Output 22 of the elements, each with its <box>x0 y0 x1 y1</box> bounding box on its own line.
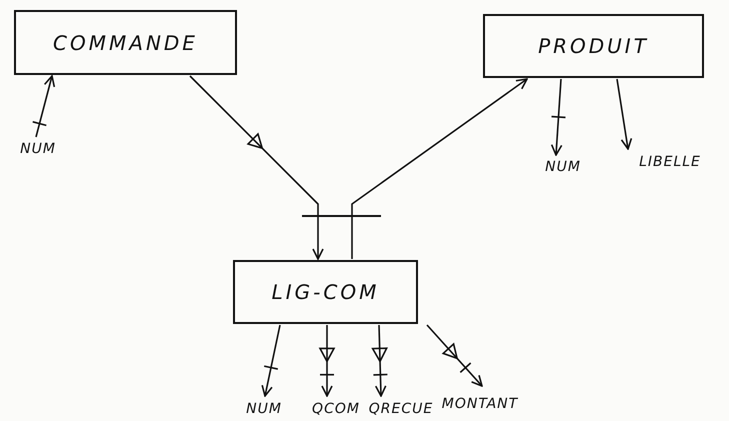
arrow <box>351 78 528 259</box>
arrow <box>261 324 281 397</box>
arrow <box>616 78 632 150</box>
arrow <box>550 78 562 156</box>
attribute-name: QRECUE <box>368 401 434 417</box>
arrow <box>189 75 324 260</box>
entity-name: COMMANDE <box>53 30 198 54</box>
attribute-name: NUM <box>545 159 581 175</box>
attribute-name: LIBELLE <box>639 154 701 170</box>
attribute-name: MONTANT <box>442 396 518 412</box>
arrow <box>321 325 333 397</box>
entity-box <box>14 10 237 75</box>
arrow <box>35 75 56 138</box>
attribute-name: NUM <box>20 141 56 157</box>
attribute-name: NUM <box>246 401 282 417</box>
entity-box <box>233 260 418 324</box>
entity-name: PRODUIT <box>538 34 649 58</box>
attribute-name: QCOM <box>312 401 360 417</box>
arrow <box>374 324 387 397</box>
entity-name: LIG-COM <box>272 280 380 304</box>
arrow <box>426 324 483 387</box>
entity-box <box>483 14 704 78</box>
